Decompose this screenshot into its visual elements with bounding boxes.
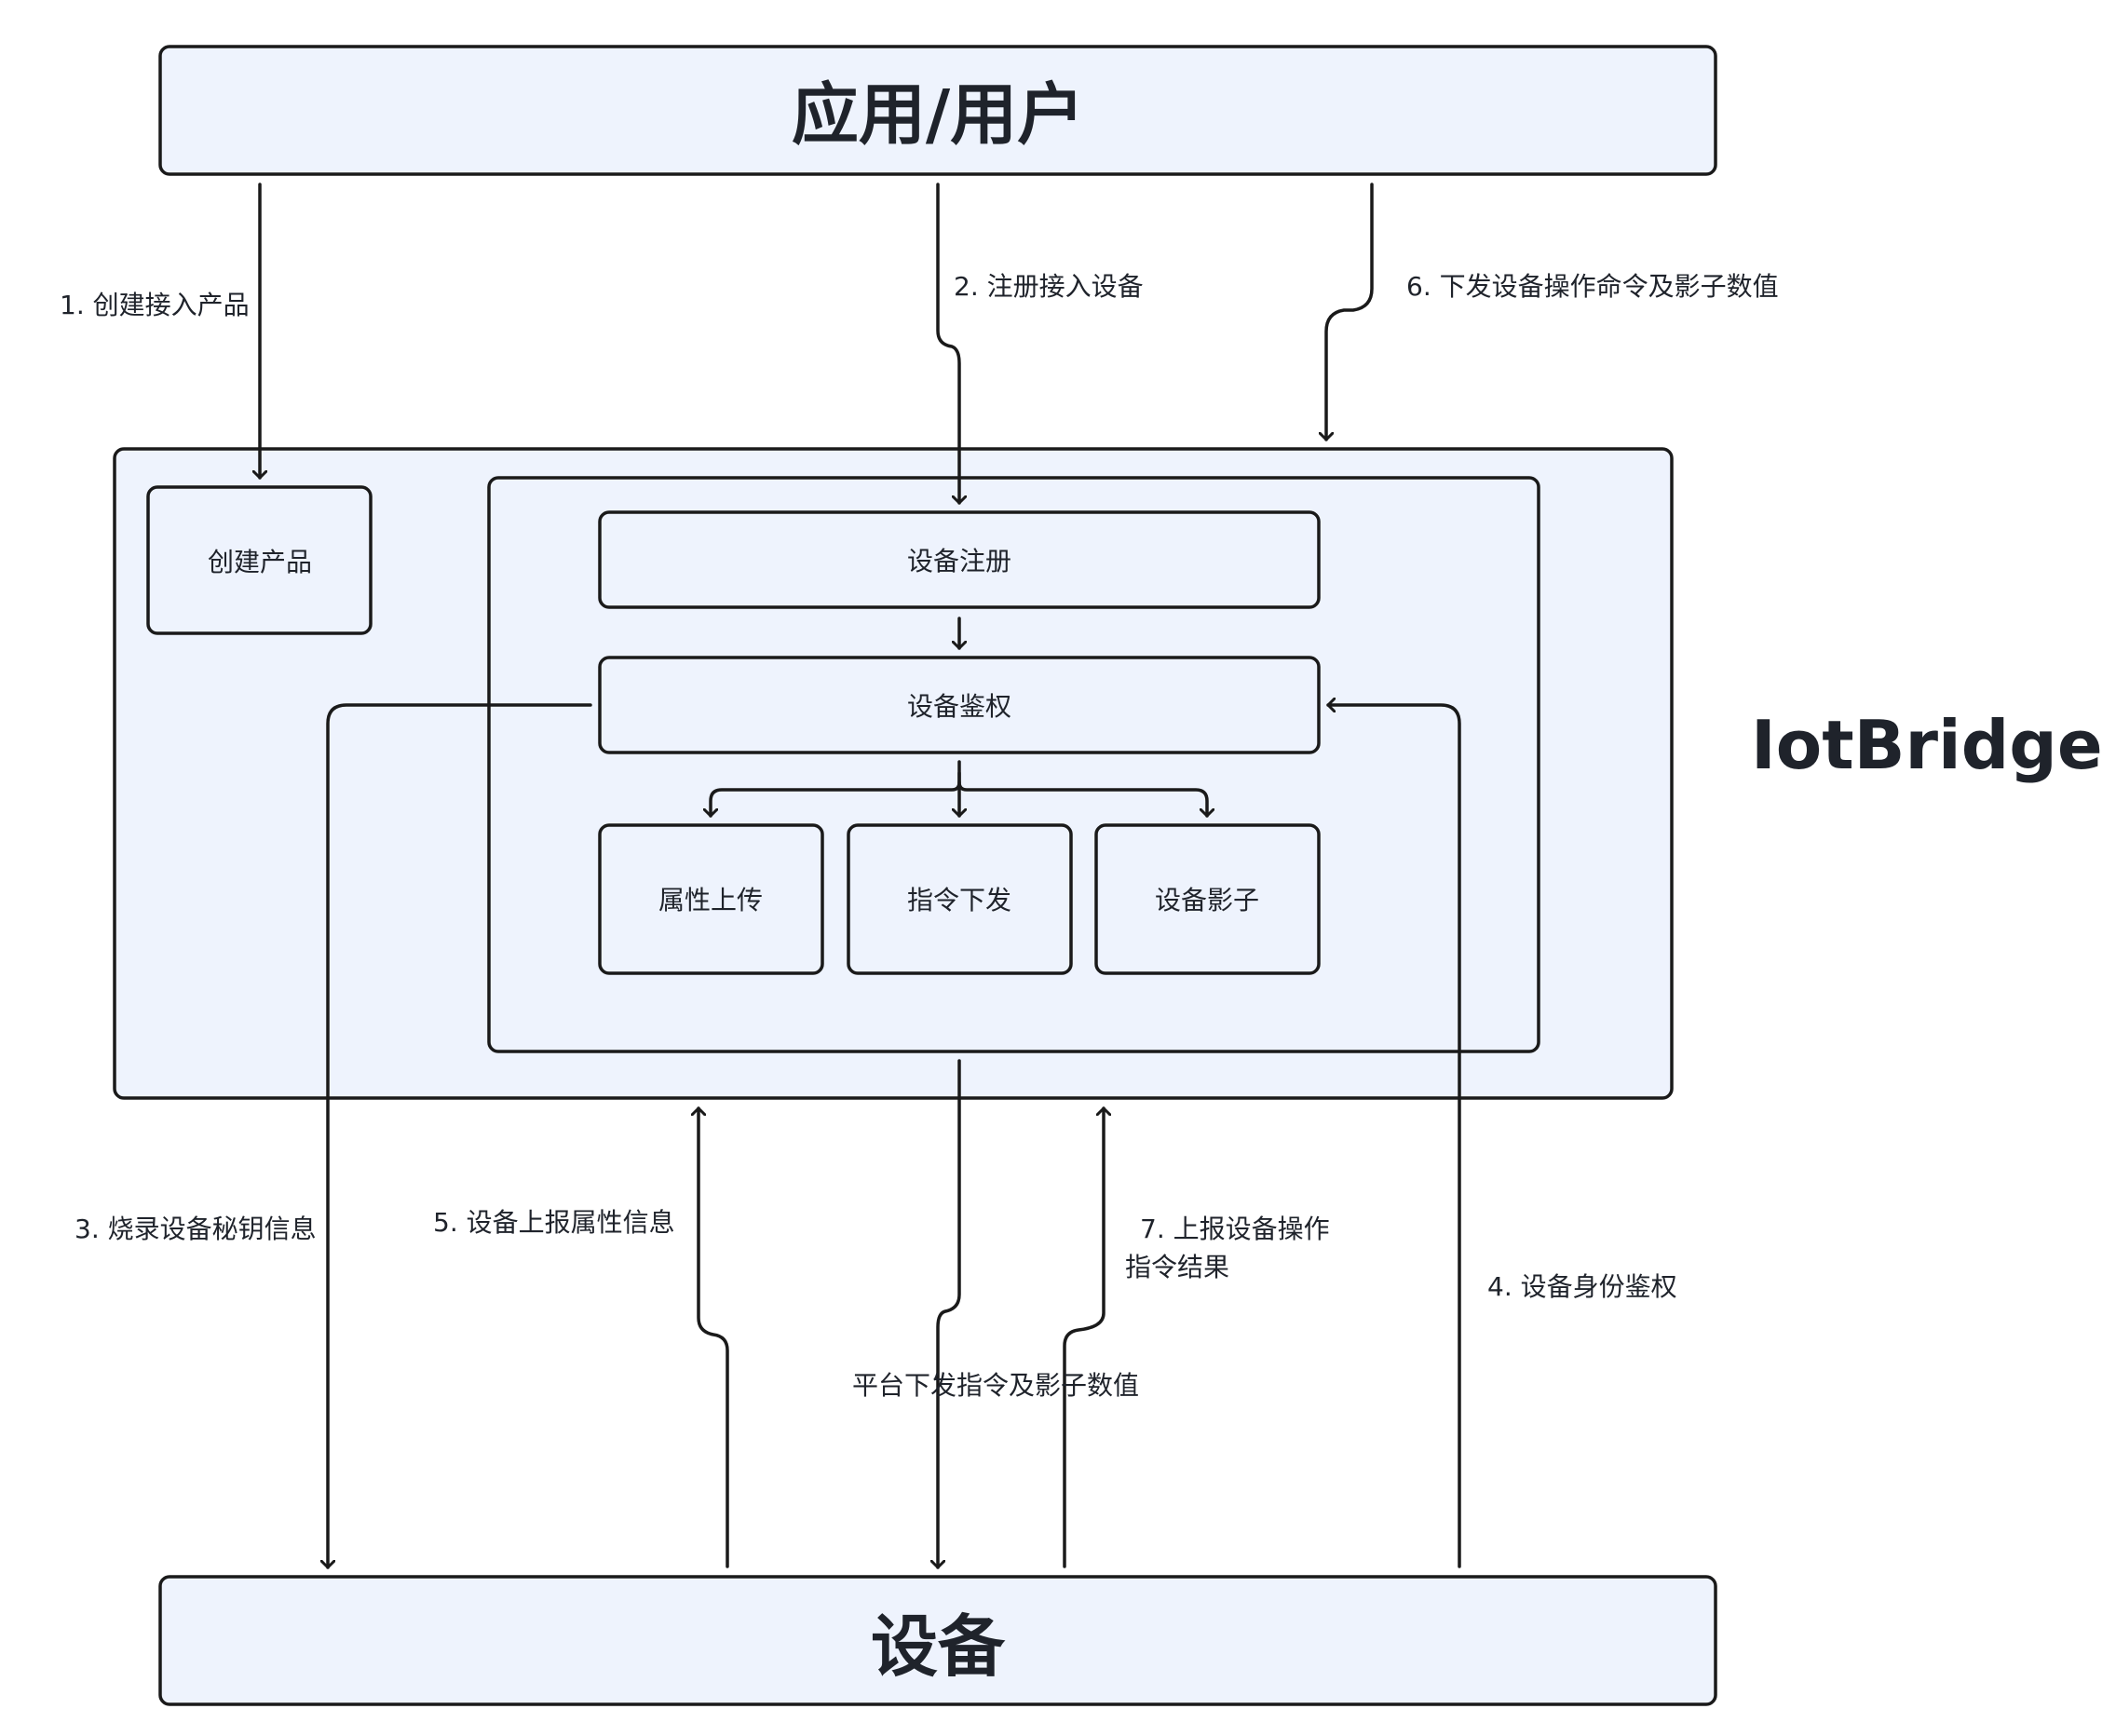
device-register-label: 设备注册 — [907, 546, 1011, 576]
edge-device-auth — [1326, 705, 1461, 1568]
app-user-label: 应用/用户 — [792, 75, 1084, 154]
command-down-box — [847, 823, 1073, 975]
label-report-result-2: 指令结果 — [1125, 1252, 1229, 1282]
edge-report-command-result — [1063, 1106, 1104, 1568]
label-device-auth: 4. 设备身份鉴权 — [1487, 1271, 1677, 1302]
property-upload-box — [598, 823, 824, 975]
create-product-box — [146, 485, 373, 635]
edge-report-property — [699, 1106, 729, 1568]
edge-platform-down — [938, 1059, 961, 1569]
edge-auth-to-shadow — [957, 780, 1207, 818]
edge-issue-command — [1326, 183, 1374, 441]
device-auth-label: 设备鉴权 — [907, 691, 1011, 722]
label-platform-down: 平台下发指令及影子数值 — [852, 1370, 1139, 1401]
label-report-property: 5. 设备上报属性信息 — [433, 1207, 675, 1238]
device-box — [158, 1575, 1717, 1706]
platform-name: IotBridge — [1751, 706, 2103, 784]
label-issue-command: 6. 下发设备操作命令及影子数值 — [1406, 271, 1779, 302]
device-shadow-label: 设备影子 — [1155, 885, 1259, 915]
create-product-label: 创建产品 — [208, 547, 312, 577]
device-label: 设备 — [871, 1607, 1006, 1686]
label-create-product: 1. 创建接入产品 — [60, 290, 250, 320]
edge-burn-secret — [328, 703, 592, 1569]
property-upload-label: 属性上传 — [658, 885, 763, 915]
edge-register-device — [936, 183, 959, 505]
app-user-box — [158, 45, 1717, 176]
label-burn-secret: 3. 烧录设备秘钥信息 — [75, 1214, 317, 1244]
device-auth-box — [598, 656, 1321, 754]
command-down-label: 指令下发 — [907, 885, 1011, 915]
device-register-box — [598, 510, 1321, 609]
label-register-device: 2. 注册接入设备 — [954, 271, 1144, 302]
device-shadow-box — [1094, 823, 1321, 975]
label-report-result-1: 7. 上报设备操作 — [1140, 1214, 1330, 1244]
